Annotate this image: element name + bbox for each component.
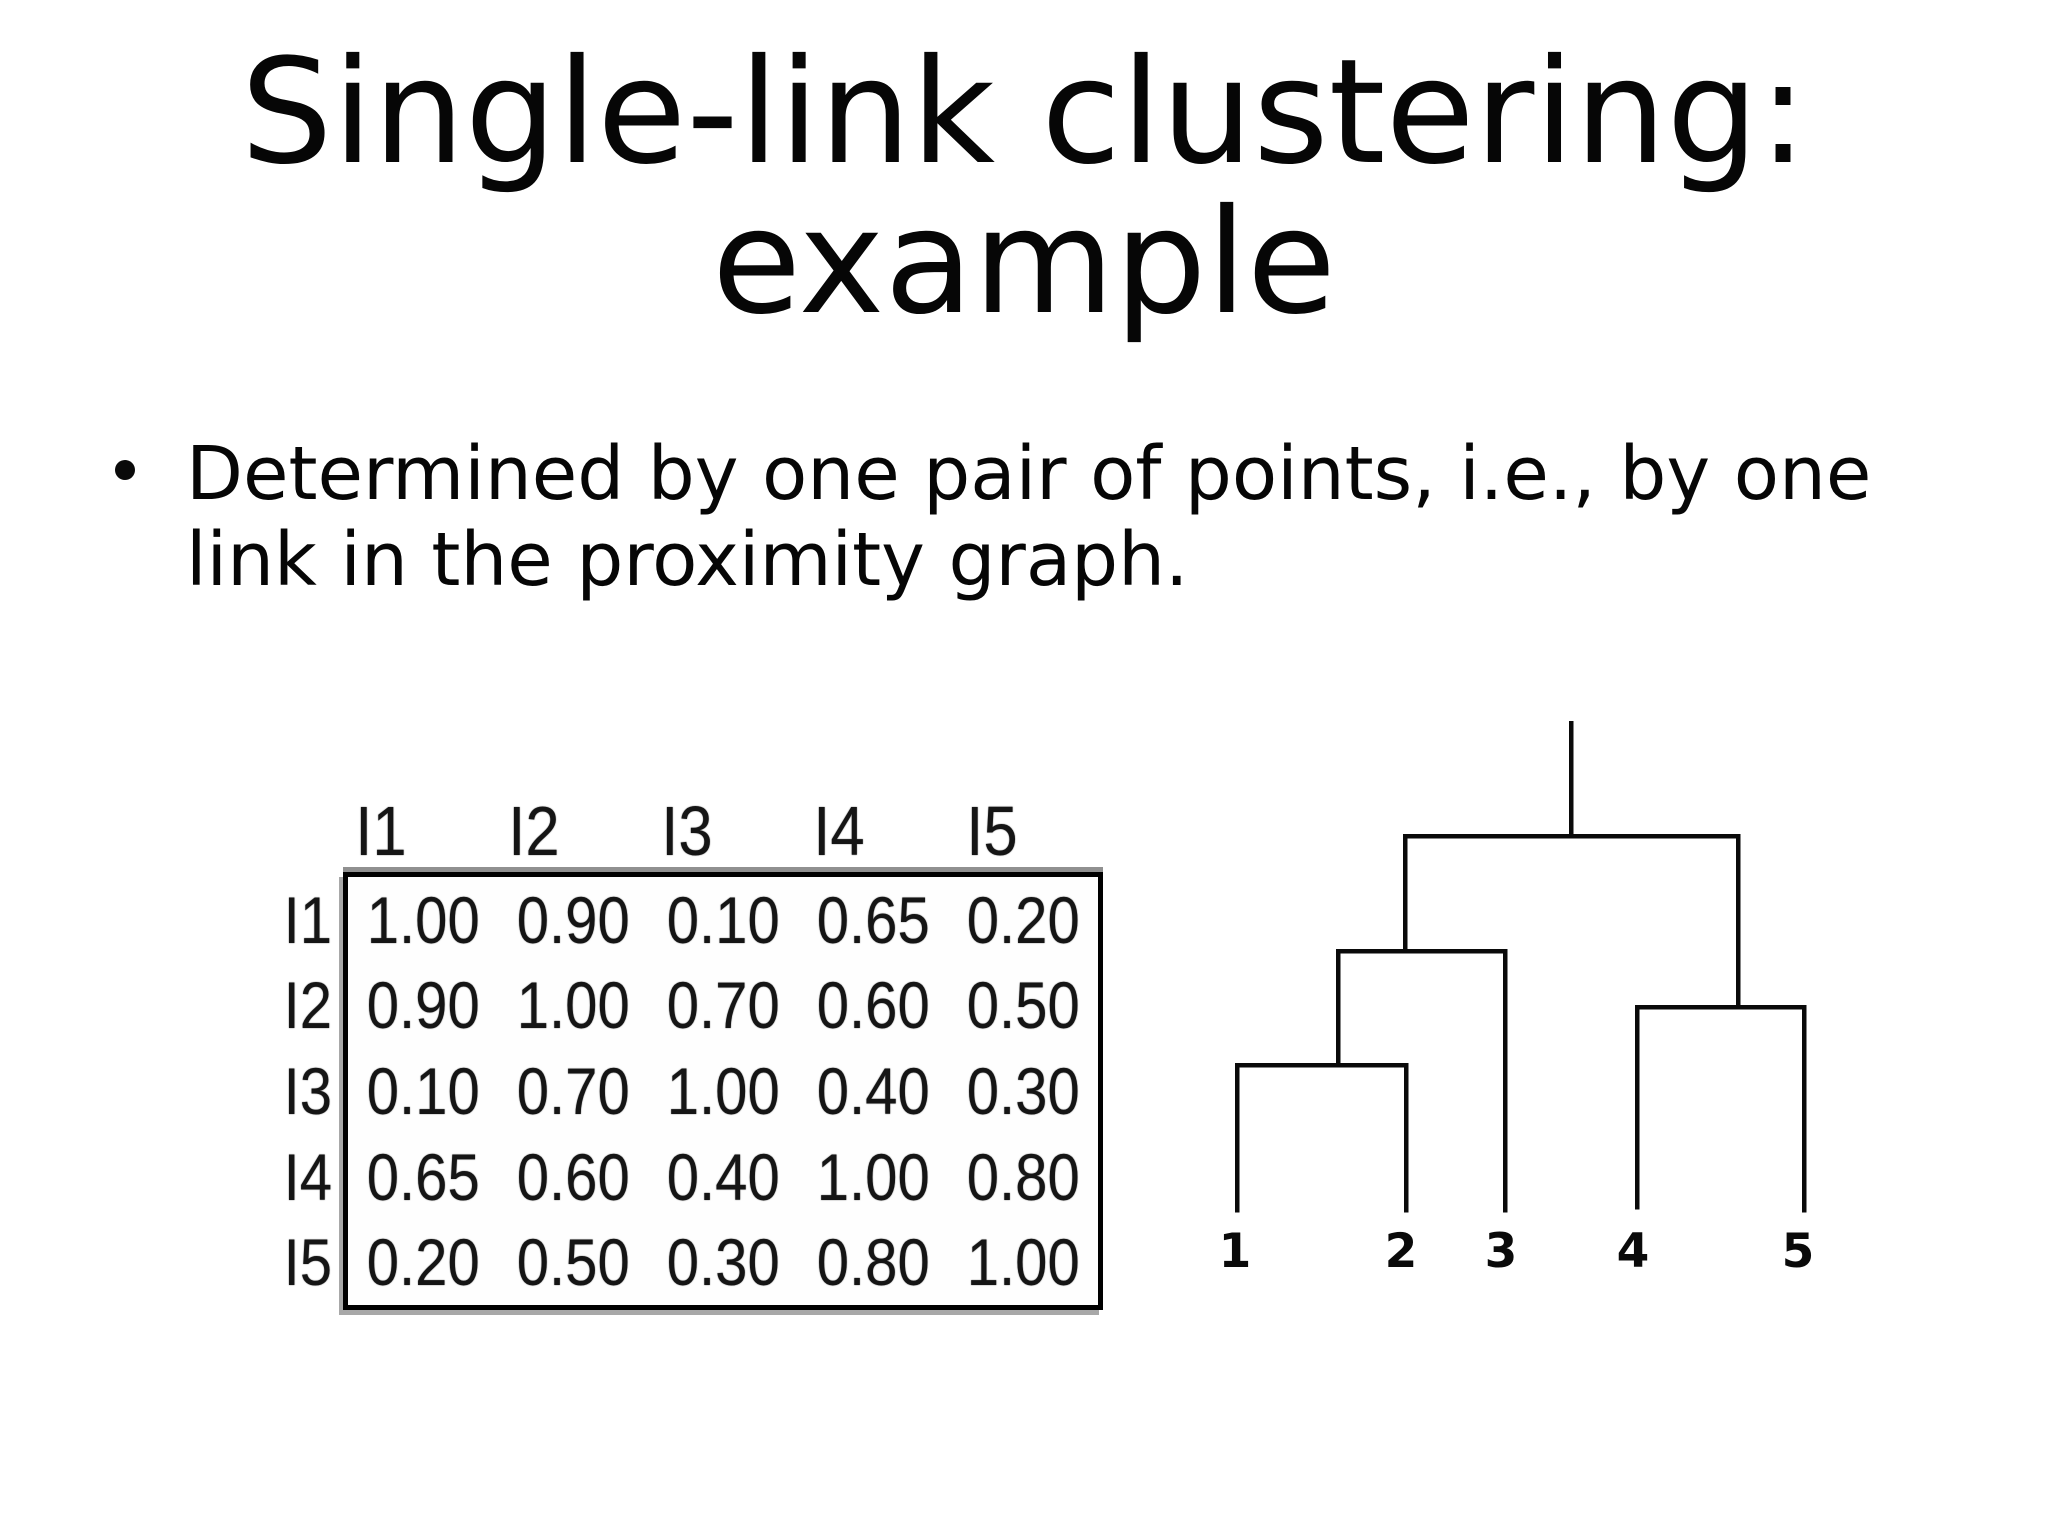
matrix-cell: 0.70 (516, 1053, 630, 1128)
matrix-row-label: I1 (283, 882, 332, 957)
matrix-values-box: 1.00 0.90 0.10 0.65 0.20 0.90 1.00 0.70 0.60 0.50… (343, 872, 1103, 1310)
matrix-cell: 0.60 (516, 1139, 630, 1214)
matrix-cell: 0.40 (816, 1053, 930, 1128)
matrix-cell: 0.40 (666, 1139, 780, 1214)
matrix-cell: 0.50 (966, 968, 1080, 1043)
matrix-cell: 0.65 (816, 882, 930, 957)
matrix-col-header: I3 (660, 792, 713, 870)
matrix-row-label: I2 (283, 968, 332, 1043)
dendrogram-leaf-label: 3 (1484, 1224, 1518, 1279)
matrix-cell: 0.30 (666, 1225, 780, 1300)
matrix-cell: 0.60 (816, 968, 930, 1043)
matrix-cell: 0.50 (516, 1225, 630, 1300)
bullet-dot (115, 460, 135, 480)
matrix-cell: 1.00 (816, 1139, 930, 1214)
matrix-cell: 0.10 (366, 1053, 480, 1128)
bullet-text-line-2: link in the proximity graph. (186, 517, 1189, 603)
slide-title-line-1: Single-link clustering: (240, 28, 1808, 197)
matrix-col-header: I2 (508, 792, 560, 870)
slide-title-line-2: example (711, 178, 1337, 347)
matrix-cell: 0.80 (816, 1225, 930, 1300)
matrix-cell: 0.90 (366, 968, 480, 1043)
matrix-cell: 1.00 (366, 882, 480, 957)
matrix-cell: 0.20 (966, 882, 1080, 957)
dendrogram-leaf-label: 5 (1781, 1224, 1815, 1279)
matrix-cell: 1.00 (516, 968, 630, 1043)
matrix-cell: 1.00 (966, 1225, 1080, 1300)
matrix-cell: 1.00 (666, 1053, 780, 1128)
bullet-text-line-1: Determined by one pair of points, i.e., … (186, 431, 1872, 517)
matrix-col-header: I4 (813, 792, 865, 870)
dendrogram-leaf-label: 4 (1616, 1224, 1650, 1279)
matrix-row-label: I3 (283, 1053, 332, 1128)
dendrogram-leaf-label: 1 (1218, 1224, 1252, 1279)
matrix-cell: 0.65 (366, 1139, 480, 1214)
matrix-cell: 0.70 (666, 968, 780, 1043)
dendrogram-leaf-label: 2 (1384, 1224, 1418, 1279)
matrix-col-header: I5 (966, 792, 1018, 870)
matrix-cell: 0.10 (666, 882, 780, 957)
matrix-cell: 0.90 (516, 882, 630, 957)
matrix-cell: 0.20 (366, 1225, 480, 1300)
matrix-row-label: I4 (283, 1139, 332, 1214)
matrix-cell: 0.80 (966, 1139, 1080, 1214)
matrix-col-header: I1 (355, 792, 407, 870)
matrix-cell: 0.30 (966, 1053, 1080, 1128)
matrix-row-label: I5 (283, 1225, 332, 1300)
